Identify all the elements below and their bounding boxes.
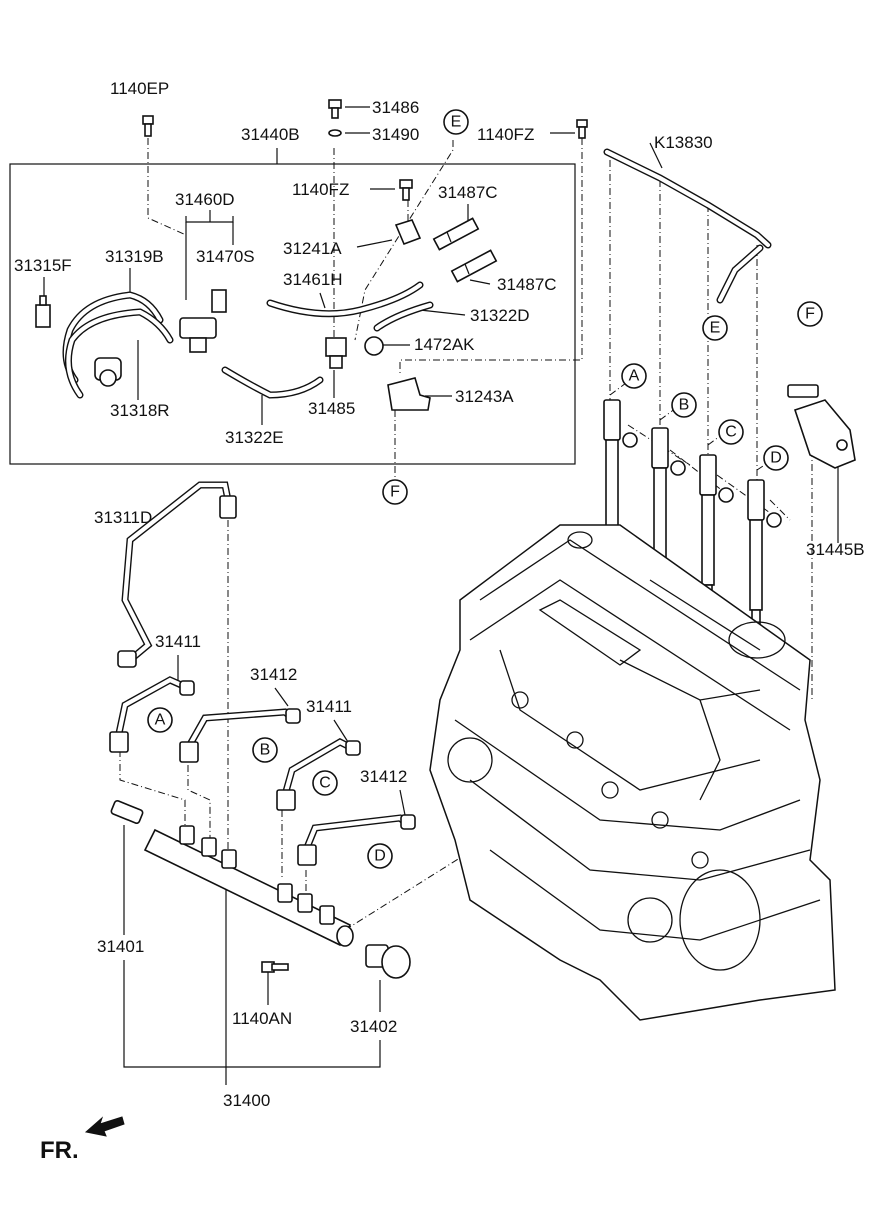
label-31412-upper: 31412 bbox=[250, 665, 297, 684]
label-31490: 31490 bbox=[372, 125, 419, 144]
front-label: FR. bbox=[40, 1137, 79, 1164]
bracket-31241A bbox=[394, 219, 422, 246]
reference-markers: E E F F A B C D A B C D bbox=[147, 109, 823, 869]
label-31401: 31401 bbox=[97, 937, 144, 956]
hoses bbox=[62, 281, 434, 399]
label-31319B: 31319B bbox=[105, 247, 164, 266]
common-rail-31400 bbox=[143, 825, 354, 947]
svg-text:A: A bbox=[629, 368, 640, 385]
label-31402: 31402 bbox=[350, 1017, 397, 1036]
label-31487C-upper: 31487C bbox=[438, 183, 498, 202]
bolt-1140EP bbox=[142, 115, 154, 137]
label-31485: 31485 bbox=[308, 399, 355, 418]
tee-fitting-31485 bbox=[325, 337, 347, 369]
bracket-31243A bbox=[387, 377, 431, 411]
sensor-31401 bbox=[110, 799, 144, 825]
svg-text:C: C bbox=[725, 424, 737, 441]
ref-B-pipe: B bbox=[252, 737, 278, 763]
front-direction-indicator: FR. bbox=[40, 1116, 125, 1164]
bolt-1140FZ-right bbox=[576, 119, 588, 139]
ref-D-pipe: D bbox=[367, 843, 393, 869]
injector-1 bbox=[603, 399, 638, 546]
label-31460D: 31460D bbox=[175, 190, 235, 209]
svg-text:F: F bbox=[805, 306, 815, 323]
label-31315F: 31315F bbox=[14, 256, 72, 275]
ref-B-injector: B bbox=[671, 392, 697, 418]
bracket-31445B bbox=[787, 384, 856, 469]
pipe-31411-left bbox=[109, 676, 195, 753]
ref-F-bracket: F bbox=[797, 301, 823, 327]
svg-text:F: F bbox=[390, 484, 400, 501]
svg-text:B: B bbox=[260, 742, 271, 759]
label-31243A: 31243A bbox=[455, 387, 514, 406]
engine-block bbox=[429, 524, 836, 1021]
bolt-1140AN bbox=[261, 961, 289, 973]
svg-text:C: C bbox=[319, 775, 331, 792]
leader-lines bbox=[43, 106, 839, 1085]
label-31461H: 31461H bbox=[283, 270, 343, 289]
label-31445B: 31445B bbox=[806, 540, 865, 559]
part-labels: 1140EP 31486 31490 31440B 1140FZ K13830 … bbox=[14, 79, 865, 1110]
ref-E-top: E bbox=[443, 109, 469, 135]
label-31411-right: 31411 bbox=[306, 697, 352, 716]
connector-31318R bbox=[94, 357, 122, 387]
connector-31487C-lower bbox=[450, 249, 498, 283]
label-31440B: 31440B bbox=[241, 125, 300, 144]
label-31322D: 31322D bbox=[470, 306, 530, 325]
bolt-1140FZ-box bbox=[399, 179, 413, 201]
sensor-31315F bbox=[35, 295, 51, 328]
valve-31460D bbox=[179, 289, 227, 353]
ref-E-harness: E bbox=[702, 315, 728, 341]
ref-C-pipe: C bbox=[312, 770, 338, 796]
injector-2 bbox=[651, 427, 686, 574]
label-31412-lower: 31412 bbox=[360, 767, 407, 786]
clip-1472AK bbox=[364, 336, 384, 356]
label-1140FZ-box: 1140FZ bbox=[292, 180, 349, 199]
svg-text:D: D bbox=[374, 848, 386, 865]
front-arrow-icon bbox=[84, 1116, 125, 1137]
label-31400: 31400 bbox=[223, 1091, 270, 1110]
svg-text:B: B bbox=[679, 397, 690, 414]
washer-31490 bbox=[328, 129, 342, 137]
injector-4 bbox=[747, 479, 782, 626]
connector-31487C-upper bbox=[432, 217, 480, 251]
label-K13830: K13830 bbox=[654, 133, 713, 152]
pipe-31411-right bbox=[276, 738, 361, 811]
valve-31402 bbox=[365, 944, 411, 979]
label-31487C-lower: 31487C bbox=[497, 275, 557, 294]
label-31318R: 31318R bbox=[110, 401, 170, 420]
ref-A-pipe: A bbox=[147, 707, 173, 733]
pipe-31412-upper bbox=[179, 708, 301, 763]
label-31322E: 31322E bbox=[225, 428, 284, 447]
ref-C-injector: C bbox=[718, 419, 744, 445]
ref-F-box: F bbox=[382, 479, 408, 505]
label-1472AK: 1472AK bbox=[414, 335, 475, 354]
label-31411-left: 31411 bbox=[155, 632, 201, 651]
label-31241A: 31241A bbox=[283, 239, 342, 258]
pipe-31311D bbox=[117, 481, 237, 668]
label-31311D: 31311D bbox=[94, 508, 152, 527]
bolt-31486 bbox=[328, 99, 342, 119]
assembly-box-31440B bbox=[9, 163, 576, 465]
label-1140FZ-right: 1140FZ bbox=[477, 125, 534, 144]
label-1140EP: 1140EP bbox=[110, 79, 169, 98]
svg-text:A: A bbox=[155, 712, 166, 729]
ref-D-injector: D bbox=[763, 445, 789, 471]
label-1140AN: 1140AN bbox=[232, 1009, 292, 1028]
ref-A-injector: A bbox=[621, 363, 647, 389]
label-31470S: 31470S bbox=[196, 247, 255, 266]
harness-K13830 bbox=[603, 148, 772, 304]
pipe-31412-lower bbox=[297, 814, 416, 866]
svg-text:E: E bbox=[451, 114, 462, 131]
svg-text:E: E bbox=[710, 320, 721, 337]
svg-text:D: D bbox=[770, 450, 782, 467]
label-31486: 31486 bbox=[372, 98, 419, 117]
injector-3 bbox=[699, 454, 734, 601]
